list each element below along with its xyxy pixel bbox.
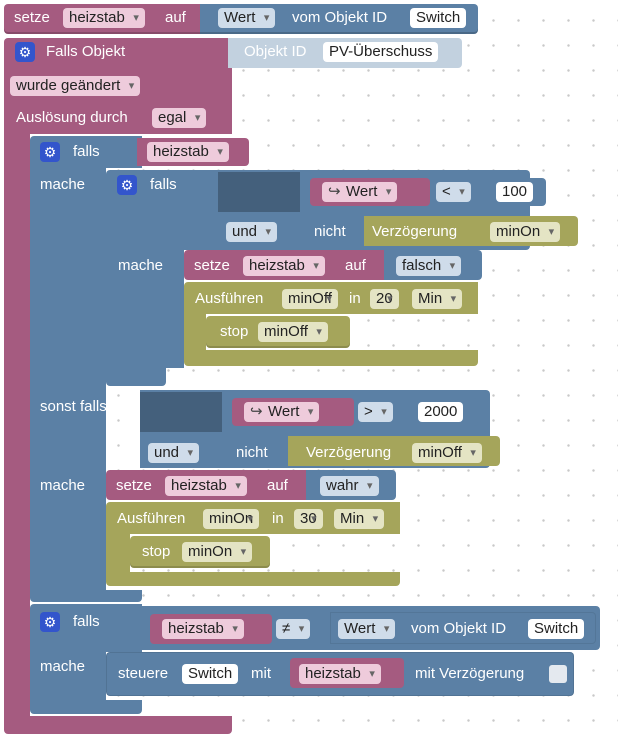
trigger-label: Falls Objekt (46, 43, 126, 60)
timer-running-dropdown-1[interactable]: minOn (490, 222, 561, 242)
exec2-label: Ausführen (117, 510, 186, 527)
if2-object-id-field[interactable]: Switch (528, 619, 585, 639)
if1-falls-label: falls (73, 143, 100, 160)
value-var-label-1: Wert (346, 183, 378, 200)
timer-running-dropdown-2[interactable]: minOff (412, 443, 482, 463)
inner-if-mache-label: mache (118, 257, 164, 274)
not-equal-operator-dropdown[interactable]: ≠ (276, 619, 311, 639)
variable-dropdown[interactable]: heizstab (63, 8, 145, 28)
if2-from-object-id-label: vom Objekt ID (411, 620, 507, 637)
elseif-label: sonst falls (40, 398, 107, 415)
value-var-dropdown-1[interactable]: ↪ Wert (322, 182, 398, 202)
change-type-dropdown[interactable]: wurde geändert (10, 76, 141, 96)
exec2-name-field[interactable]: minOn (203, 509, 260, 529)
and-operator-dropdown-1[interactable]: und (226, 222, 278, 242)
compare-operator-dropdown-2[interactable]: > (358, 402, 393, 422)
if-block-2-spine (30, 650, 106, 702)
timer-running-label-1: Verzögerung (372, 223, 458, 240)
if2-falls-label: falls (73, 613, 100, 630)
if1-gear-icon[interactable]: ⚙ (40, 142, 60, 162)
if2-mache-label: mache (40, 658, 86, 675)
if2-gear-icon[interactable]: ⚙ (40, 612, 60, 632)
set1-variable-dropdown[interactable]: heizstab (243, 256, 325, 276)
trigger-by-label: Auslösung durch (16, 109, 128, 126)
exec-timer-footer-2 (106, 572, 400, 586)
if-block-1-footer (30, 590, 142, 602)
boolean-true-dropdown[interactable]: wahr (320, 476, 379, 496)
return-arrow-icon: ↪ (328, 183, 341, 200)
if1-mache-label: mache (40, 176, 86, 193)
return-arrow-icon-2: ↪ (250, 403, 263, 420)
if1-condition-variable-dropdown[interactable]: heizstab (147, 142, 229, 162)
control-value-dropdown[interactable]: heizstab (299, 664, 381, 684)
value-var-label-2: Wert (268, 403, 300, 420)
trigger-by-dropdown[interactable]: egal (152, 108, 207, 128)
timer-running-label-2: Verzögerung (306, 444, 392, 461)
to-keyword: auf (165, 9, 186, 26)
control-object-field[interactable]: Switch (182, 664, 239, 684)
set-keyword: setze (14, 9, 50, 26)
not-label-1: nicht (314, 223, 346, 240)
set2-to-keyword: auf (267, 477, 288, 494)
exec1-number-field[interactable]: 20 (370, 289, 399, 309)
from-object-id-label: vom Objekt ID (292, 9, 388, 26)
trigger-block-spine (4, 134, 30, 718)
compare-operator-dropdown-1[interactable]: < (436, 182, 471, 202)
with-delay-label: mit Verzögerung (415, 665, 525, 682)
inner-if-block-footer (106, 368, 166, 386)
stop1-name-dropdown[interactable]: minOff (258, 322, 328, 342)
number-field-100[interactable]: 100 (496, 182, 534, 202)
inner-if-gear-icon[interactable]: ⚙ (117, 175, 137, 195)
exec2-number-field[interactable]: 30 (294, 509, 323, 529)
exec1-in-label: in (349, 290, 361, 307)
object-id-label: Objekt ID (244, 43, 307, 60)
exec-timer-spine-1 (184, 314, 206, 352)
boolean-false-dropdown[interactable]: falsch (396, 256, 462, 276)
stop2-name-dropdown[interactable]: minOn (182, 542, 253, 562)
stop1-label: stop (220, 323, 249, 340)
exec1-name-field[interactable]: minOff (282, 289, 338, 309)
elseif-mache-label: mache (40, 477, 86, 494)
control-keyword: steuere (118, 665, 169, 682)
stop2-label: stop (142, 543, 171, 560)
trigger-block-footer (4, 716, 232, 734)
exec1-unit-dropdown[interactable]: Min (412, 289, 463, 309)
set2-variable-dropdown[interactable]: heizstab (165, 476, 247, 496)
and-operator-dropdown-2[interactable]: und (148, 443, 200, 463)
exec2-unit-dropdown[interactable]: Min (334, 509, 385, 529)
exec2-in-label: in (272, 510, 284, 527)
set1-keyword: setze (194, 257, 230, 274)
control-with-label: mit (251, 665, 271, 682)
if2-value-type-dropdown[interactable]: Wert (338, 619, 396, 639)
inner-if-block-spine (106, 250, 184, 368)
exec-timer-spine-2 (106, 534, 130, 572)
if-block-2-footer (30, 700, 142, 714)
not-label-2: nicht (236, 444, 268, 461)
set2-keyword: setze (116, 477, 152, 494)
object-id-field[interactable]: Switch (410, 8, 467, 28)
with-delay-checkbox[interactable] (549, 665, 567, 683)
exec1-label: Ausführen (195, 290, 264, 307)
trigger-gear-icon[interactable]: ⚙ (15, 42, 35, 62)
if2-variable-dropdown[interactable]: heizstab (162, 619, 244, 639)
if-block-1-spine (30, 168, 106, 590)
trigger-object-field[interactable]: PV-Überschuss (323, 42, 439, 62)
inner-if-falls-label: falls (150, 176, 177, 193)
elseif-and-inset (140, 392, 224, 432)
and-block-inset (218, 172, 302, 212)
value-var-dropdown-2[interactable]: ↪ Wert (244, 402, 320, 422)
set1-to-keyword: auf (345, 257, 366, 274)
value-type-dropdown[interactable]: Wert (218, 8, 276, 28)
exec-timer-footer-1 (184, 350, 478, 366)
number-field-2000[interactable]: 2000 (418, 402, 464, 422)
